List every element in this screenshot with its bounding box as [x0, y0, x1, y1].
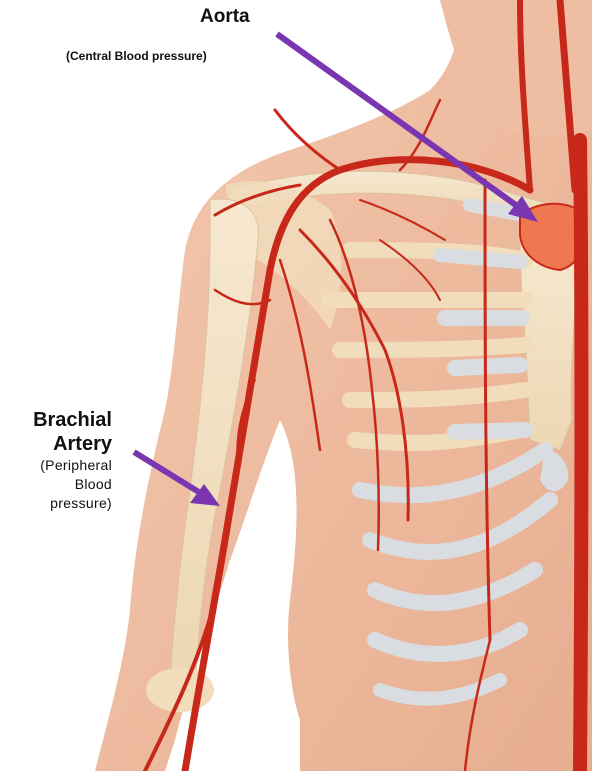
brachial-sub-line-3: pressure): [33, 494, 112, 513]
brachial-title-line: Brachial: [33, 408, 112, 432]
brachial-sub-line-1: (Peripheral: [33, 456, 112, 475]
brachial-label-block: Brachial Artery (Peripheral Blood pressu…: [33, 408, 112, 513]
brachial-label: Brachial Artery: [33, 408, 112, 456]
aorta-label: Aorta: [200, 6, 250, 28]
brachial-sub-line-2: Blood: [33, 475, 112, 494]
brachial-sublabel: (Peripheral Blood pressure): [33, 456, 112, 513]
aorta-sublabel: (Central Blood pressure): [66, 50, 207, 64]
artery-title-line: Artery: [33, 432, 112, 456]
